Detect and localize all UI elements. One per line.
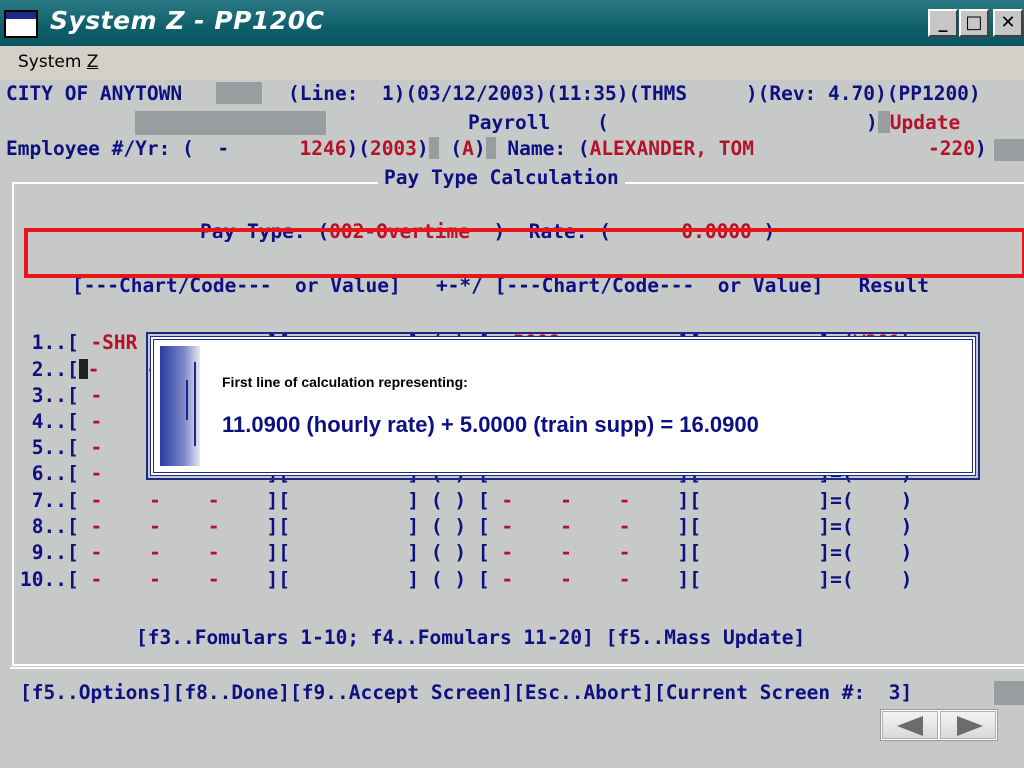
callout-decor-bar [160, 346, 200, 466]
row-end: ) [900, 489, 913, 512]
employee-name[interactable]: ALEXANDER, TOM [589, 137, 754, 160]
operator-field[interactable] [443, 515, 455, 538]
row-number: 9..[ [20, 541, 79, 564]
employee-year[interactable]: 2003 [369, 137, 417, 160]
header-line-info: (Line: 1)(03/12/2003)(11:35)(THMS )(Rev:… [288, 82, 981, 105]
header-input-field[interactable] [135, 111, 326, 135]
chart-code-2[interactable]: - - - [489, 489, 678, 512]
row-number: 8..[ [20, 515, 79, 538]
employee-code-field[interactable] [994, 139, 1024, 161]
maximize-button[interactable]: □ [959, 9, 989, 37]
callout-decor-line-short [186, 380, 188, 420]
operator-field[interactable] [443, 489, 455, 512]
row-separator: ) [ [454, 568, 490, 591]
callout-subtitle: First line of calculation representing: [222, 374, 468, 390]
line-1-highlight [24, 228, 1024, 278]
value-field-2[interactable]: ][ ]=( [677, 568, 854, 591]
chart-code-1[interactable]: - - - [78, 541, 267, 564]
employee-code-line: -220) [928, 137, 987, 160]
row-separator: ) [ [454, 489, 490, 512]
result-field[interactable] [854, 489, 901, 512]
slide-nav [880, 709, 998, 741]
employee-code[interactable]: -220 [928, 137, 975, 160]
value-field-2[interactable]: ][ ]=( [677, 515, 854, 538]
row-number: 4..[ [20, 410, 79, 433]
mode-value: Update [889, 111, 961, 134]
row-number: 3..[ [20, 384, 79, 407]
row-number: 2..[ [20, 358, 79, 381]
function-bar-end [994, 681, 1024, 705]
row-end: ) [900, 568, 913, 591]
next-slide-button[interactable] [940, 711, 996, 739]
row-number: 5..[ [20, 436, 79, 459]
chart-code-2[interactable]: - - - [489, 541, 678, 564]
result-field[interactable] [854, 541, 901, 564]
row-number: 7..[ [20, 489, 79, 512]
row-number: 1..[ [20, 331, 79, 354]
employee-status[interactable]: A [462, 137, 474, 160]
window-title: System Z - PP120C [50, 6, 325, 35]
window-app-icon[interactable] [4, 10, 38, 38]
value-field-1[interactable]: ][ ] ( [266, 515, 443, 538]
close-button[interactable]: ✕ [993, 9, 1023, 37]
row-separator: ) [ [454, 515, 490, 538]
next-slide-icon [957, 716, 983, 736]
chart-code-1[interactable]: - - - [78, 489, 267, 512]
result-field[interactable] [854, 568, 901, 591]
chart-code-1[interactable]: - - - [78, 515, 267, 538]
text-cursor [78, 359, 88, 379]
row-number: 10..[ [20, 568, 79, 591]
result-field[interactable] [854, 515, 901, 538]
frame-title: Pay Type Calculation [378, 166, 625, 189]
operator-field[interactable] [443, 541, 455, 564]
menu-bar: System Z [0, 46, 1024, 80]
callout-decor-line [194, 362, 196, 446]
employee-number[interactable]: 1246 [299, 137, 347, 160]
prev-slide-icon [897, 716, 923, 736]
value-field-2[interactable]: ][ ]=( [677, 489, 854, 512]
value-field-1[interactable]: ][ ] ( [266, 541, 443, 564]
header-module: Payroll ( [468, 111, 609, 134]
title-bar: System Z - PP120C _ □ ✕ [0, 0, 1024, 46]
row-end: ) [900, 541, 913, 564]
value-field-2[interactable]: ][ ]=( [677, 541, 854, 564]
operator-field[interactable] [443, 568, 455, 591]
calc-row-9: 9..[ - - - ][ ] ( ) [ - - - ][ ]=( ) [20, 541, 913, 565]
value-field-1[interactable]: ][ ] ( [266, 489, 443, 512]
value-field-1[interactable]: ][ ] ( [266, 568, 443, 591]
org-name: CITY OF ANYTOWN [6, 82, 183, 105]
function-key-bar[interactable]: [f5..Options][f8..Done][f9..Accept Scree… [20, 681, 913, 704]
formulas-hint: [f3..Fomulars 1-10; f4..Fomulars 11-20] … [136, 626, 806, 649]
prev-slide-button[interactable] [882, 711, 938, 739]
header-mode: )Update [866, 111, 961, 134]
calc-row-7: 7..[ - - - ][ ] ( ) [ - - - ][ ]=( ) [20, 489, 913, 513]
row-end: ) [900, 515, 913, 538]
menu-system-z[interactable]: System Z [18, 52, 99, 72]
header-field-blank [216, 82, 262, 104]
divider [10, 667, 1024, 669]
column-headers: [---Chart/Code--- or Value] +-*/ [---Cha… [72, 274, 930, 297]
header-line-1: CITY OF ANYTOWN [6, 82, 182, 106]
row-separator: ) [ [454, 541, 490, 564]
employee-line: Employee #/Yr: ( - 1246)(2003) (A) Name:… [6, 137, 754, 160]
calc-row-10: 10..[ - - - ][ ] ( ) [ - - - ][ ]=( ) [20, 568, 912, 592]
chart-code-1[interactable]: - - - [78, 568, 267, 591]
callout-formula: 11.0900 (hourly rate) + 5.0000 (train su… [222, 412, 759, 437]
chart-code-2[interactable]: - - - [489, 568, 678, 591]
calc-row-8: 8..[ - - - ][ ] ( ) [ - - - ][ ]=( ) [20, 515, 913, 539]
chart-code-2[interactable]: - - - [489, 515, 678, 538]
minimize-button[interactable]: _ [928, 9, 958, 37]
row-number: 6..[ [20, 462, 79, 485]
callout-box: First line of calculation representing: … [146, 332, 980, 480]
